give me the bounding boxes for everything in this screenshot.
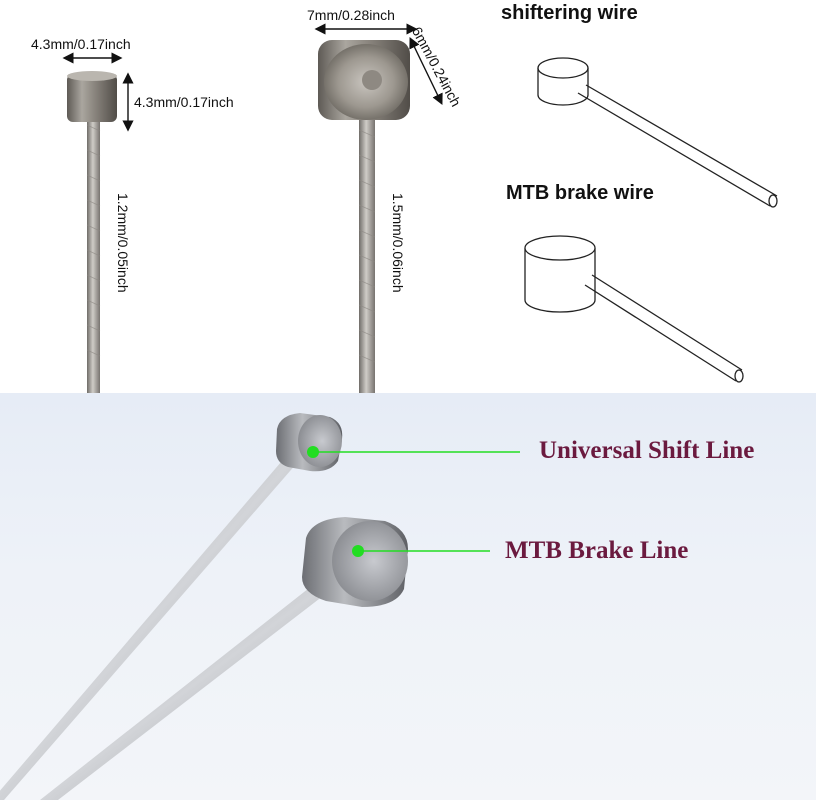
brake-wire-diagram [524, 235, 744, 383]
top-panel: 4.3mm/0.17inch 4.3mm/0.17inch 1.2mm/0.05… [0, 0, 816, 393]
brake-wire-photo [40, 517, 408, 800]
small-wire-photo [67, 71, 117, 393]
large-height-arrow [409, 36, 443, 106]
large-wire-photo [318, 40, 410, 393]
large-wire-diameter-label: 1.5mm/0.06inch [390, 193, 406, 293]
small-head-height-label: 4.3mm/0.17inch [134, 94, 234, 110]
bottom-photo-art [0, 413, 520, 800]
large-head-width-label: 7mm/0.28inch [307, 7, 395, 23]
small-wire-diameter-label: 1.2mm/0.05inch [115, 193, 131, 293]
callout-universal-shift-line: Universal Shift Line [539, 437, 755, 464]
top-photo-art [62, 23, 778, 393]
callout-pointers [307, 446, 520, 557]
bottom-panel: Universal Shift Line MTB Brake Line [0, 393, 816, 800]
callout-mtb-brake-line: MTB Brake Line [505, 537, 689, 564]
small-head-width-label: 4.3mm/0.17inch [31, 36, 131, 52]
shift-wire-title: shiftering wire [501, 2, 638, 24]
shift-wire-diagram [537, 57, 778, 208]
brake-wire-title: MTB brake wire [506, 182, 654, 204]
